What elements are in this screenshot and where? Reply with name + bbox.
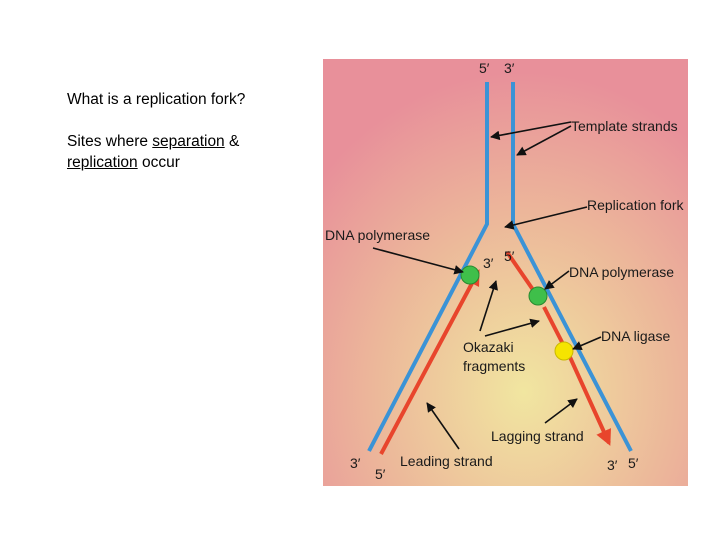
replication-fork-diagram: Template strands Replication fork DNA po… (323, 59, 688, 486)
answer-mid: & (224, 133, 240, 150)
pointer-okazaki-2 (484, 318, 540, 337)
pointer-leading-strand (426, 402, 460, 450)
answer-suffix: occur (137, 154, 180, 171)
end-bottom-left-outer: 3′ (350, 455, 361, 471)
ligase-blob (554, 341, 574, 361)
end-mid-left: 3′ (483, 255, 494, 271)
polymerase-right-blob (528, 286, 548, 306)
pointer-template-left (490, 121, 572, 141)
pointer-replication-fork (504, 206, 588, 230)
polymerase-left-blob (460, 265, 480, 285)
pointer-polymerase-right (544, 270, 570, 290)
label-okazaki-line1: Okazaki (463, 339, 514, 355)
pointer-ligase (572, 336, 602, 351)
answer-text: Sites where separation & replication occ… (67, 131, 267, 173)
end-bottom-right-outer: 5′ (628, 455, 639, 471)
label-dna-polymerase-left: DNA polymerase (325, 227, 430, 243)
end-top-right: 3′ (504, 60, 515, 76)
label-dna-polymerase-right: DNA polymerase (569, 264, 674, 280)
pointer-okazaki-1 (479, 280, 498, 332)
question-text: What is a replication fork? (67, 91, 246, 108)
label-lagging-strand: Lagging strand (491, 428, 584, 444)
answer-prefix: Sites where (67, 133, 153, 150)
okazaki-fragment-3 (567, 354, 611, 446)
end-mid-right: 5′ (504, 248, 515, 264)
figure-background (323, 59, 688, 486)
end-bottom-right-inner: 3′ (607, 457, 618, 473)
leading-strand-new (379, 269, 480, 455)
slide-text: What is a replication fork? Sites where … (67, 89, 267, 173)
pointer-polymerase-left (372, 247, 464, 275)
pointer-template-right (516, 125, 572, 156)
end-top-left: 5′ (479, 60, 490, 76)
template-strand-left (367, 82, 489, 452)
label-okazaki-line2: fragments (463, 358, 525, 374)
end-bottom-left-inner: 5′ (375, 466, 386, 482)
term-separation: separation (152, 133, 225, 150)
okazaki-fragment-2 (542, 306, 567, 349)
label-replication-fork: Replication fork (587, 197, 684, 213)
label-dna-ligase: DNA ligase (601, 328, 670, 344)
replication-fork-figure: Template strands Replication fork DNA po… (323, 59, 688, 486)
pointer-lagging-strand (544, 398, 578, 424)
label-leading-strand: Leading strand (400, 453, 493, 469)
term-replication: replication (67, 154, 138, 171)
label-template-strands: Template strands (571, 118, 678, 134)
